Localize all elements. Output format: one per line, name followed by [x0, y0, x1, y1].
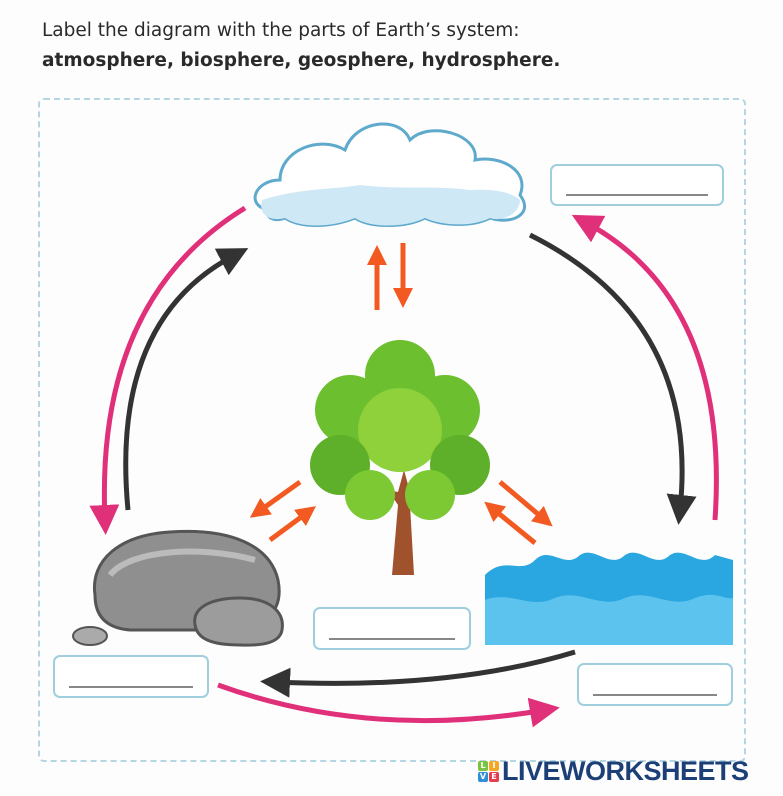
dark-arrow-left	[123, 248, 249, 511]
rock-label-input[interactable]	[69, 666, 193, 688]
water-image	[485, 552, 733, 645]
logo-text: LIVEWORKSHEETS	[502, 756, 749, 786]
cloud-label-input[interactable]	[566, 174, 708, 196]
cloud-image	[253, 122, 527, 227]
rocks-image	[72, 529, 284, 647]
pink-arrow-left	[89, 205, 247, 535]
pink-arrow-right	[571, 214, 719, 521]
liveworksheets-logo: L I V E LIVEWORKSHEETS	[478, 756, 749, 787]
dark-arrow-bottom	[260, 649, 576, 698]
atmosphere-answer-box	[550, 164, 724, 206]
tree-image	[310, 340, 490, 575]
hydrosphere-answer-box	[577, 663, 733, 706]
tree-label-input[interactable]	[329, 618, 455, 640]
water-label-input[interactable]	[593, 674, 717, 696]
logo-cube-icon: L I V E	[478, 761, 499, 782]
pink-arrow-bottom	[217, 682, 560, 728]
biosphere-answer-box	[313, 607, 471, 650]
diagram-frame	[38, 98, 746, 762]
orange-exchange-arrows	[249, 243, 553, 545]
instruction-line-2: atmosphere, biosphere, geosphere, hydros…	[42, 50, 561, 71]
instruction-line-1: Label the diagram with the parts of Eart…	[42, 20, 520, 41]
dark-arrow-right	[528, 232, 697, 525]
geosphere-answer-box	[53, 655, 209, 698]
